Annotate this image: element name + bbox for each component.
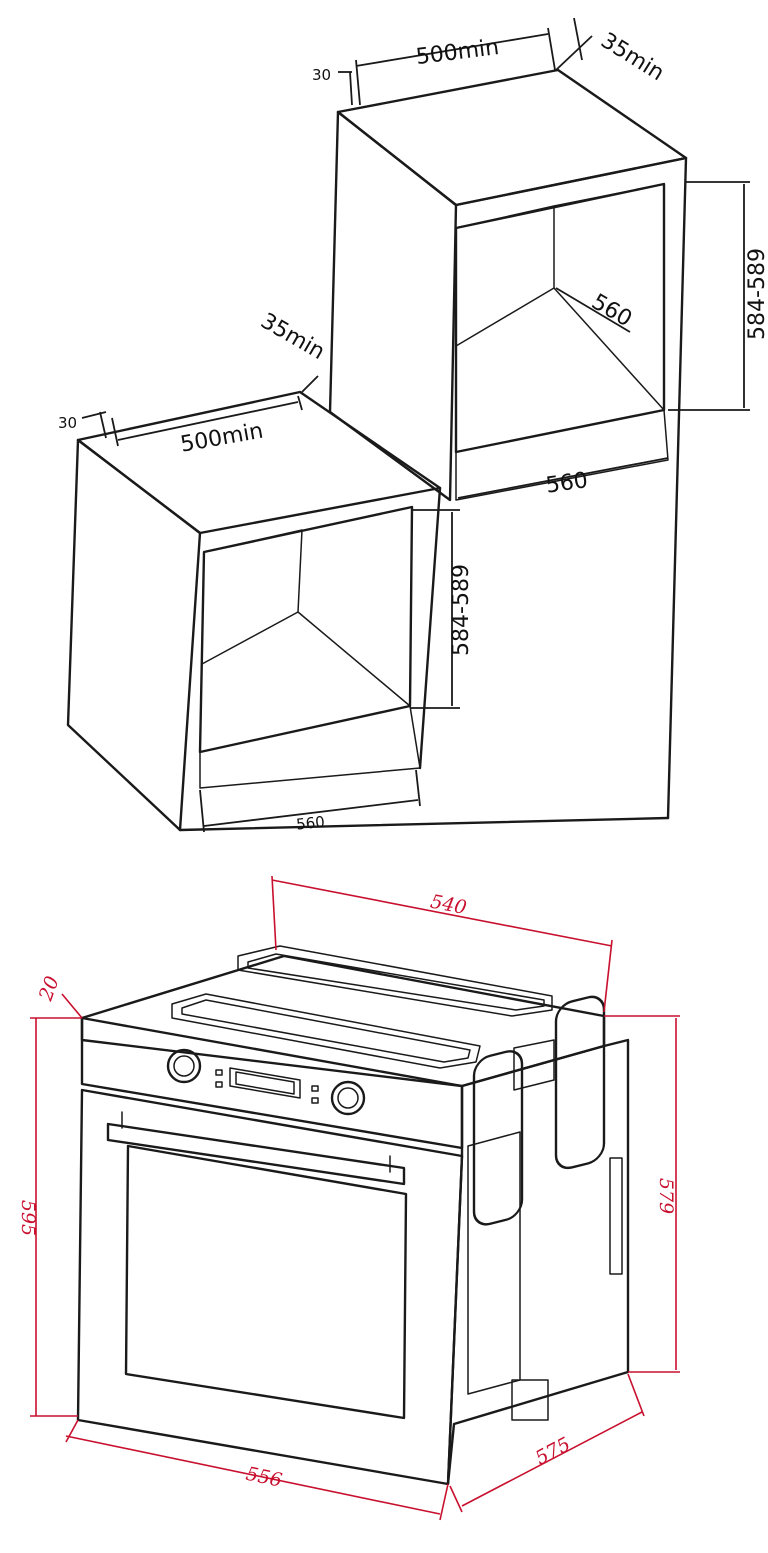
oven-body-depth-label: 575 xyxy=(532,1433,574,1469)
dim-line xyxy=(81,411,107,419)
oven-button xyxy=(215,1081,223,1088)
oven-side-frame xyxy=(467,1131,521,1395)
dim-line xyxy=(301,375,319,393)
oven-right-knob xyxy=(330,1080,366,1116)
tall-cabinet-niche-floor xyxy=(455,287,665,411)
tall-cabinet-niche xyxy=(454,182,666,454)
oven-total-height-label: 595 xyxy=(17,1200,39,1236)
tall-cabinet-rear-gap-label: 35min xyxy=(596,28,668,86)
oven-side-body xyxy=(446,1038,630,1486)
oven-body-height-label: 579 xyxy=(655,1178,677,1214)
dim-line xyxy=(61,993,83,1019)
oven xyxy=(76,945,630,1486)
oven-display xyxy=(229,1067,301,1099)
dim-line xyxy=(199,789,205,833)
dim-line xyxy=(203,799,419,827)
dim-line xyxy=(271,875,277,951)
tall-cabinet-niche-top-edge xyxy=(553,183,665,207)
dim-line xyxy=(573,17,583,61)
base-cabinet-front-edge xyxy=(418,486,442,770)
base-cabinet-niche xyxy=(198,505,414,754)
base-cabinet-floor-line xyxy=(178,816,670,832)
base-cabinet-niche-back xyxy=(203,529,303,613)
base-cabinet-niche-floor xyxy=(201,611,411,707)
oven-top-surface xyxy=(80,954,606,1088)
oven-top-vent-rear-inner xyxy=(247,953,545,1011)
base-cabinet xyxy=(66,390,670,832)
oven-button xyxy=(311,1085,319,1092)
base-cabinet-width-label: 560 xyxy=(295,813,325,834)
dim-line xyxy=(555,35,593,71)
oven-side-cutout-right xyxy=(554,995,606,1170)
oven-top-vent-front xyxy=(171,993,481,1069)
dim-line xyxy=(355,59,361,106)
oven-left-knob xyxy=(166,1048,202,1084)
tall-cabinet-gap-label: 30 xyxy=(312,66,331,84)
oven-side-vent xyxy=(513,1039,555,1091)
dim-line xyxy=(349,71,353,106)
dim-line xyxy=(555,287,631,333)
oven-button xyxy=(311,1097,319,1104)
dim-line xyxy=(355,33,549,67)
tall-cabinet-top xyxy=(336,68,688,207)
dim-line xyxy=(99,411,107,439)
oven-dimensions: 540 20 595 579 556 575 xyxy=(17,875,680,1521)
dim-line xyxy=(271,879,613,947)
dim-line xyxy=(297,395,303,411)
oven-handle xyxy=(106,1122,406,1186)
dim-line xyxy=(461,1411,643,1507)
dim-line xyxy=(457,457,669,499)
dim-line xyxy=(547,27,556,71)
oven-side-bracket xyxy=(511,1379,549,1421)
base-cabinet-height-label: 584-589 xyxy=(449,564,474,656)
tall-cabinet-min-depth-label: 500min xyxy=(415,35,501,70)
dim-line xyxy=(65,1419,79,1443)
tall-cabinet xyxy=(328,68,688,820)
dim-line xyxy=(415,769,421,807)
base-cabinet-niche-base xyxy=(199,705,421,789)
oven-window xyxy=(124,1144,408,1420)
dim-line xyxy=(65,1435,441,1515)
oven-top-vent-front-inner xyxy=(181,999,471,1063)
oven-front-offset-label: 20 xyxy=(34,973,63,1004)
dim-line xyxy=(627,1373,645,1417)
oven-left-knob-inner xyxy=(173,1055,195,1077)
oven-width-label: 556 xyxy=(244,1463,284,1492)
dim-line xyxy=(603,939,613,1013)
dim-line xyxy=(439,1483,449,1521)
oven-display-inner xyxy=(235,1071,295,1095)
base-cabinet-left-side xyxy=(66,438,202,832)
tall-cabinet-dimensions: 30 500min 35min 584-589 560 560 xyxy=(312,17,768,499)
oven-side-cutout-left xyxy=(472,1050,524,1226)
oven-top-depth-label: 540 xyxy=(429,891,469,920)
dim-line xyxy=(117,401,299,441)
oven-side-rail xyxy=(609,1157,623,1275)
tall-cabinet-width-label: 560 xyxy=(544,468,589,499)
base-cabinet-rear-gap-label: 35min xyxy=(256,309,329,365)
tall-cabinet-height-label: 584-589 xyxy=(745,248,768,340)
oven-button xyxy=(215,1069,223,1076)
tall-cabinet-left-side xyxy=(328,110,458,502)
oven-top-vent-rear xyxy=(237,945,553,1017)
oven-right-knob-inner xyxy=(337,1087,359,1109)
tall-cabinet-niche-base xyxy=(455,409,669,501)
tall-cabinet-depth-label: 560 xyxy=(587,290,636,333)
dim-line xyxy=(449,1485,463,1513)
base-cabinet-gap-label: 30 xyxy=(58,414,77,432)
tall-cabinet-front-edge xyxy=(454,156,688,820)
dim-line xyxy=(111,417,119,447)
